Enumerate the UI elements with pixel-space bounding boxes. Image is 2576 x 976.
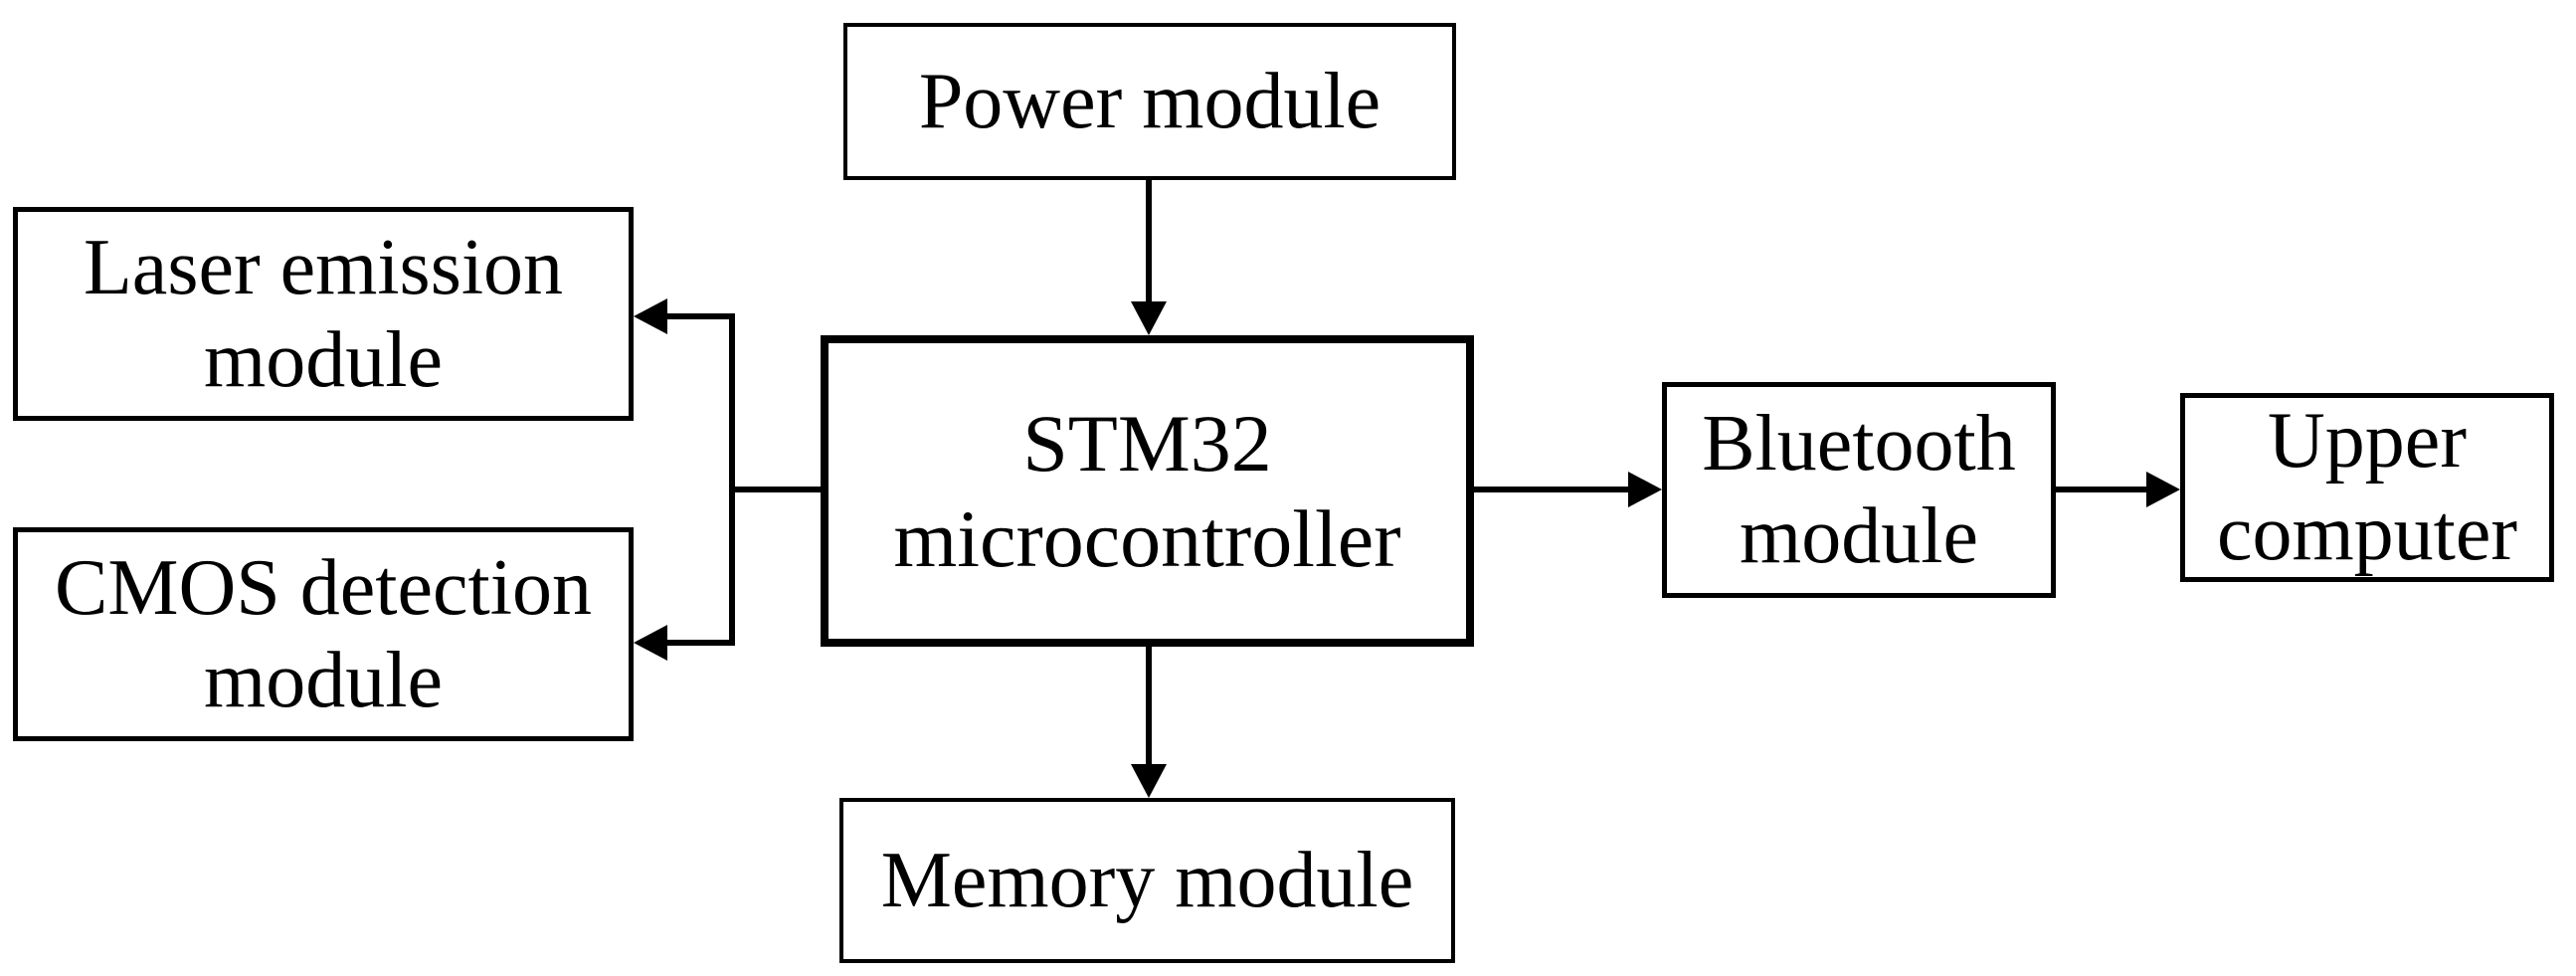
arrowhead-right-into-bluetooth-icon [1628,472,1662,507]
edge-branch-to-laser-line [661,313,735,319]
node-laser-emission-module: Laser emission module [13,207,634,421]
node-upper-computer: Upper computer [2180,393,2554,582]
arrowhead-down-into-stm32-icon [1131,301,1167,335]
edge-power-to-stm32-line [1146,178,1152,307]
arrowhead-down-into-memory-icon [1131,764,1167,798]
edge-left-branch-trunk [729,313,735,646]
arrowhead-right-into-upper-icon [2146,472,2180,507]
arrowhead-left-into-cmos-icon [634,625,667,661]
edge-branch-to-cmos-line [661,640,735,646]
node-power-module: Power module [843,23,1456,180]
arrowhead-left-into-laser-icon [634,298,667,334]
node-bluetooth-module: Bluetooth module [1662,382,2056,598]
edge-stm32-left-branch-stub [729,487,825,492]
node-stm32-microcontroller: STM32 microcontroller [821,335,1474,647]
edge-bluetooth-to-upper-line [2052,487,2153,492]
edge-stm32-to-bluetooth-line [1470,487,1634,492]
node-cmos-detection-module: CMOS detection module [13,527,634,741]
edge-stm32-to-memory-line [1146,645,1152,768]
node-memory-module: Memory module [839,798,1455,963]
